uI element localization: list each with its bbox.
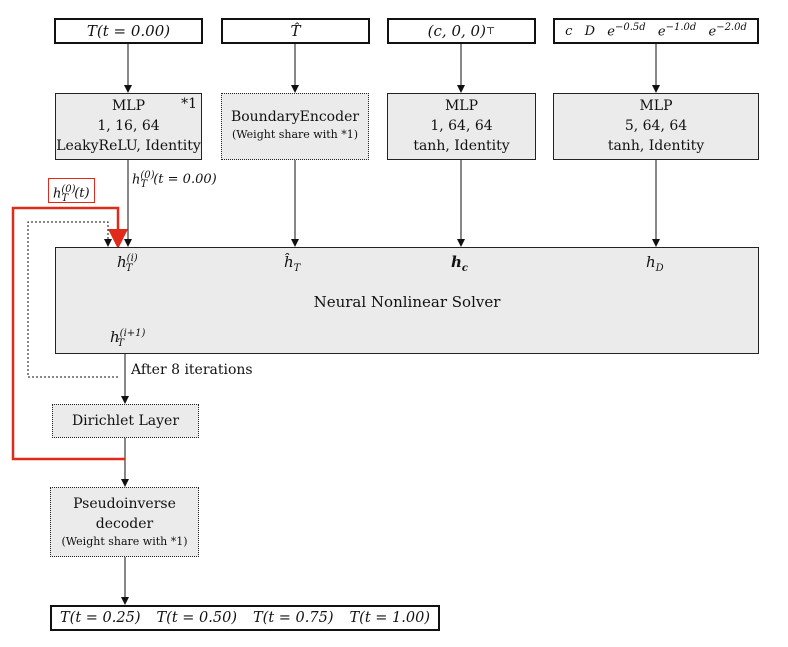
mlp1-dims: 1, 16, 64 [97,118,160,134]
hhat-sub: T [293,263,301,274]
feature-e2-base: e [657,24,666,40]
feature-e2: e−1.0d [658,22,696,39]
decoder-note: (Weight share with *1) [61,535,188,548]
red-h0-label: h(0)T (t) [48,178,95,204]
encoder-title: BoundaryEncoder [230,109,360,125]
mlp3-activation: tanh, Identity [607,138,705,154]
red-sup: (0) [61,184,76,195]
hd-sub: D [655,263,664,274]
feature-d: D [584,23,596,39]
h0-out-sub: T [140,178,148,190]
decoder-title-1: Pseudoinverse [73,496,176,512]
output-t100: T(t = 1.00) [349,610,430,626]
after-iterations-label: After 8 iterations [131,362,253,378]
hc-sub: c [461,263,468,274]
h0-out-sup: (0) [140,170,155,181]
input-features: c D e−0.5d e−1.0d e−2.0d [553,18,759,44]
h0-out-h: h [132,172,141,188]
hip1-sub: T [117,338,125,349]
feature-e2-exp: −1.0d [665,22,697,34]
hip1-sup: (i+1) [119,328,146,339]
h0-output-label: h(0)T (t = 0.00) [132,170,217,190]
red-h: h [53,186,62,202]
neural-nonlinear-solver-box: Neural Nonlinear Solver [55,247,759,354]
solver-hhat: ĥT [284,253,300,274]
decoder-title-2: decoder [95,516,154,532]
feature-e1-exp: −0.5d [614,22,646,34]
feature-e1-base: e [607,24,615,40]
hhat-h: ĥ [284,253,294,271]
mlp2-title: MLP [444,98,479,114]
red-feedback-arrow [11,206,128,461]
hi-h: h [117,253,127,271]
hi-sup: (i) [126,253,138,264]
dirichlet-title: Dirichlet Layer [71,413,180,429]
mlp2-activation: tanh, Identity [413,138,510,154]
boundary-encoder-box: BoundaryEncoder (Weight share with *1) [221,93,369,160]
solver-title: Neural Nonlinear Solver [313,293,501,311]
feature-e3: e−2.0d [708,22,746,39]
encoder-note: (Weight share with *1) [231,128,359,141]
h0-out-rest: (t = 0.00) [153,172,217,188]
input-c00-sup: ⊤ [485,25,496,37]
red-sub: T [61,192,69,204]
mlp2-box: MLP 1, 64, 64 tanh, Identity [387,93,536,160]
input-t0: T(t = 0.00) [54,18,203,44]
output-t050: T(t = 0.50) [156,610,237,626]
hip1-h: h [110,328,120,346]
solver-hi: h(i)T [117,253,138,274]
input-that-text: T̂ [290,22,301,40]
solver-hd: hD [646,253,664,274]
mlp1-tag: *1 [181,96,197,112]
input-that: T̂ [221,18,370,44]
solver-hip1: h(i+1)T [110,328,145,349]
dirichlet-layer-box: Dirichlet Layer [52,404,199,438]
input-c00: (c, 0, 0)⊤ [387,18,536,44]
feature-e1: e−0.5d [607,22,645,39]
hi-sub: T [125,263,133,274]
mlp2-dims: 1, 64, 64 [430,118,493,134]
output-t075: T(t = 0.75) [253,610,334,626]
input-t0-text: T(t = 0.00) [86,22,171,40]
feature-e3-base: e [708,24,717,40]
mlp3-dims: 5, 64, 64 [624,118,688,134]
mlp1-box: MLP 1, 16, 64 LeakyReLU, Identity *1 [55,93,202,160]
pseudoinverse-decoder-box: Pseudoinverse decoder (Weight share with… [50,487,199,557]
red-rest: (t) [74,186,90,202]
input-c00-text: (c, 0, 0) [427,22,486,40]
mlp3-title: MLP [639,98,673,114]
feature-c: c [565,23,573,39]
mlp3-box: MLP 5, 64, 64 tanh, Identity [553,93,759,160]
feature-e3-exp: −2.0d [716,22,747,34]
mlp1-title: MLP [111,98,146,114]
output-t025: T(t = 0.25) [60,610,141,626]
solver-hc: hc [451,253,468,274]
mlp1-activation: LeakyReLU, Identity [56,138,201,154]
hc-h: h [451,253,462,271]
hd-h: h [646,253,656,271]
output-box: T(t = 0.25) T(t = 0.50) T(t = 0.75) T(t … [50,605,440,631]
